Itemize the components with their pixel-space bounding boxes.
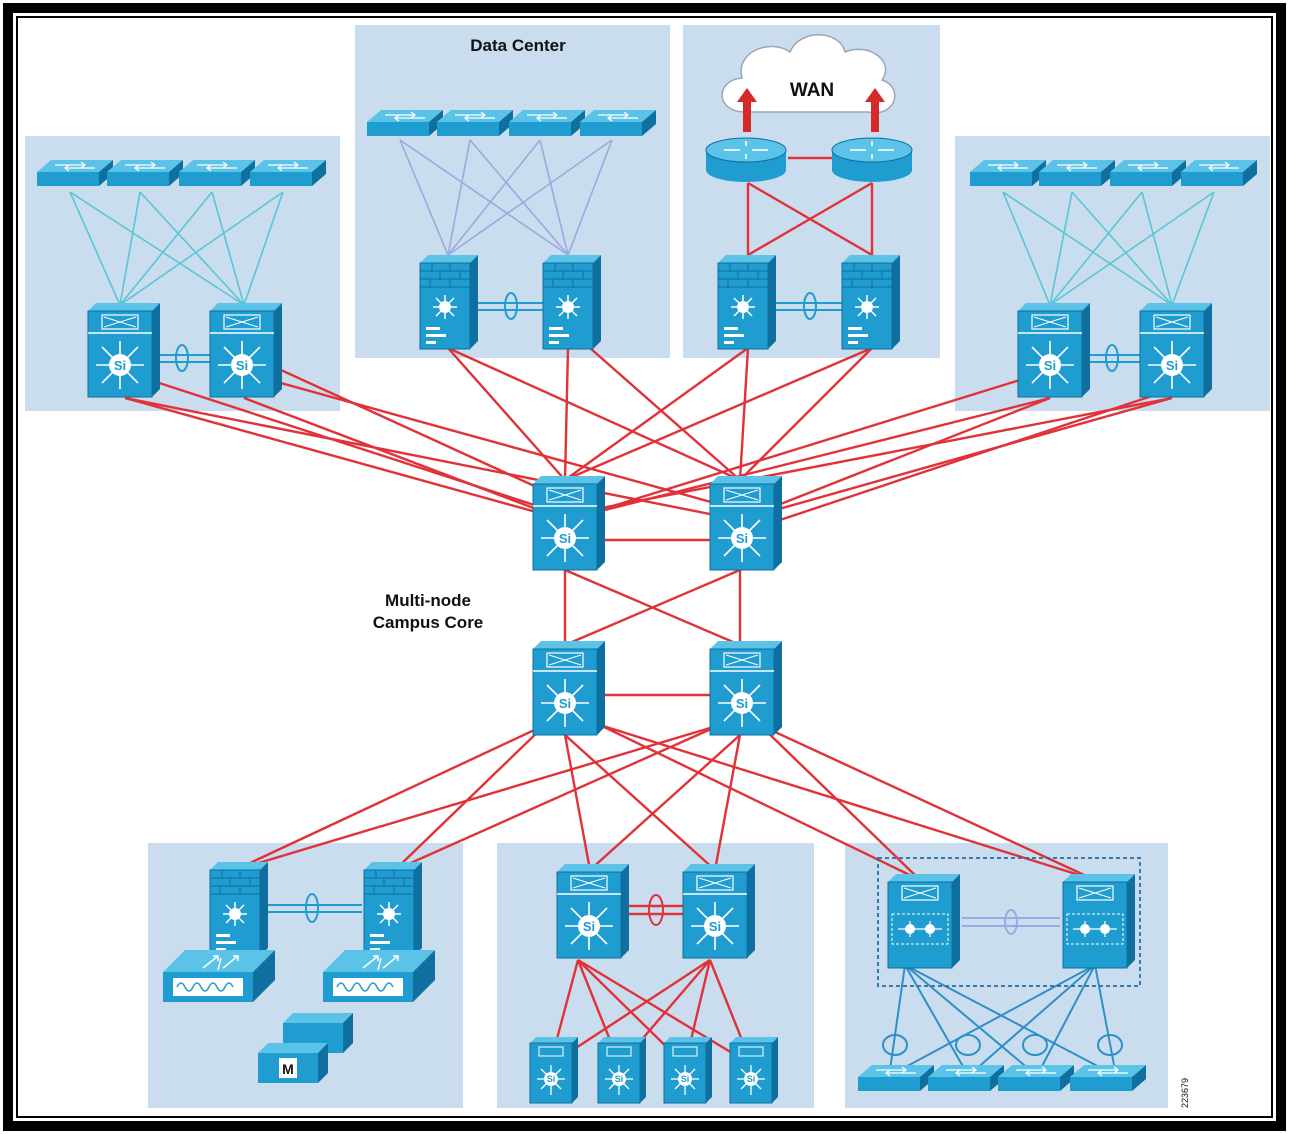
dc-service-switch-1 (419, 254, 479, 350)
links-dc-access (399, 139, 613, 256)
si-label: Si (1044, 358, 1056, 373)
dist-switch-right-1 (1017, 302, 1091, 398)
vss-links (882, 909, 1123, 1071)
si-label: Si (583, 919, 595, 934)
media-server-icon: M (258, 1013, 353, 1083)
vss-access-switches (857, 1064, 1147, 1092)
data-center-label: Data Center (470, 36, 566, 55)
core-switch-4 (709, 640, 783, 736)
dist-switch-left-1 (87, 302, 161, 398)
vss-member-2 (1062, 873, 1136, 969)
vss-dotted-boundary (877, 857, 1141, 987)
dist-switch-left-2 (209, 302, 283, 398)
si-label: Si (559, 531, 571, 546)
image-frame (3, 3, 1286, 1131)
si-label: Si (709, 919, 721, 934)
si-label: Si (681, 1074, 690, 1084)
red-links (124, 156, 1201, 1067)
wan-router-right (831, 137, 913, 183)
image-frame-inner (16, 16, 1273, 1118)
center-dist-switch-1 (556, 863, 630, 959)
vss-member-1 (887, 873, 961, 969)
center-dist-switch-2 (682, 863, 756, 959)
si-label: Si (736, 696, 748, 711)
module-label: M (282, 1061, 294, 1077)
si-label: Si (236, 358, 248, 373)
services-switch-2 (363, 861, 423, 957)
core-label-line1: Multi-node (385, 591, 471, 610)
si-labels: Si Si Si Si Si Si Si Si Si Si (114, 358, 1178, 934)
wan-label: WAN (790, 80, 834, 101)
si-label: Si (747, 1074, 756, 1084)
center-access-switch-3 (663, 1036, 713, 1104)
wan-service-switch-1 (717, 254, 777, 350)
core-switch-1 (532, 475, 606, 571)
wan-cloud: WAN (721, 34, 896, 132)
etherchannels (155, 292, 1140, 926)
figure-id: 223679 (1180, 1078, 1190, 1108)
si-labels-small: Si Si Si Si (547, 1074, 756, 1084)
si-label: Si (1166, 358, 1178, 373)
wan-arrows (737, 88, 885, 132)
links-right-access (1002, 191, 1215, 306)
si-label: Si (615, 1074, 624, 1084)
wireless-controller-1 (162, 949, 276, 1003)
center-access-switch-1 (529, 1036, 579, 1104)
si-label: Si (559, 696, 571, 711)
data-center-panel (355, 25, 670, 358)
core-label-line2: Campus Core (373, 613, 484, 632)
dist-switch-right-2 (1139, 302, 1213, 398)
si-label: Si (547, 1074, 556, 1084)
si-label: Si (736, 531, 748, 546)
center-access-switch-4 (729, 1036, 779, 1104)
si-label: Si (114, 358, 126, 373)
access-switches-left (36, 159, 327, 187)
core-switch-2 (709, 475, 783, 571)
core-switch-3 (532, 640, 606, 736)
services-switch-1 (209, 861, 269, 957)
access-switches-right (969, 159, 1258, 187)
center-access-switch-2 (597, 1036, 647, 1104)
wan-router-left (705, 137, 787, 183)
dc-service-switch-2 (542, 254, 602, 350)
links-left-access (69, 191, 284, 306)
wireless-controller-2 (322, 949, 436, 1003)
access-switches-dc (366, 109, 657, 137)
wan-service-switch-2 (841, 254, 901, 350)
